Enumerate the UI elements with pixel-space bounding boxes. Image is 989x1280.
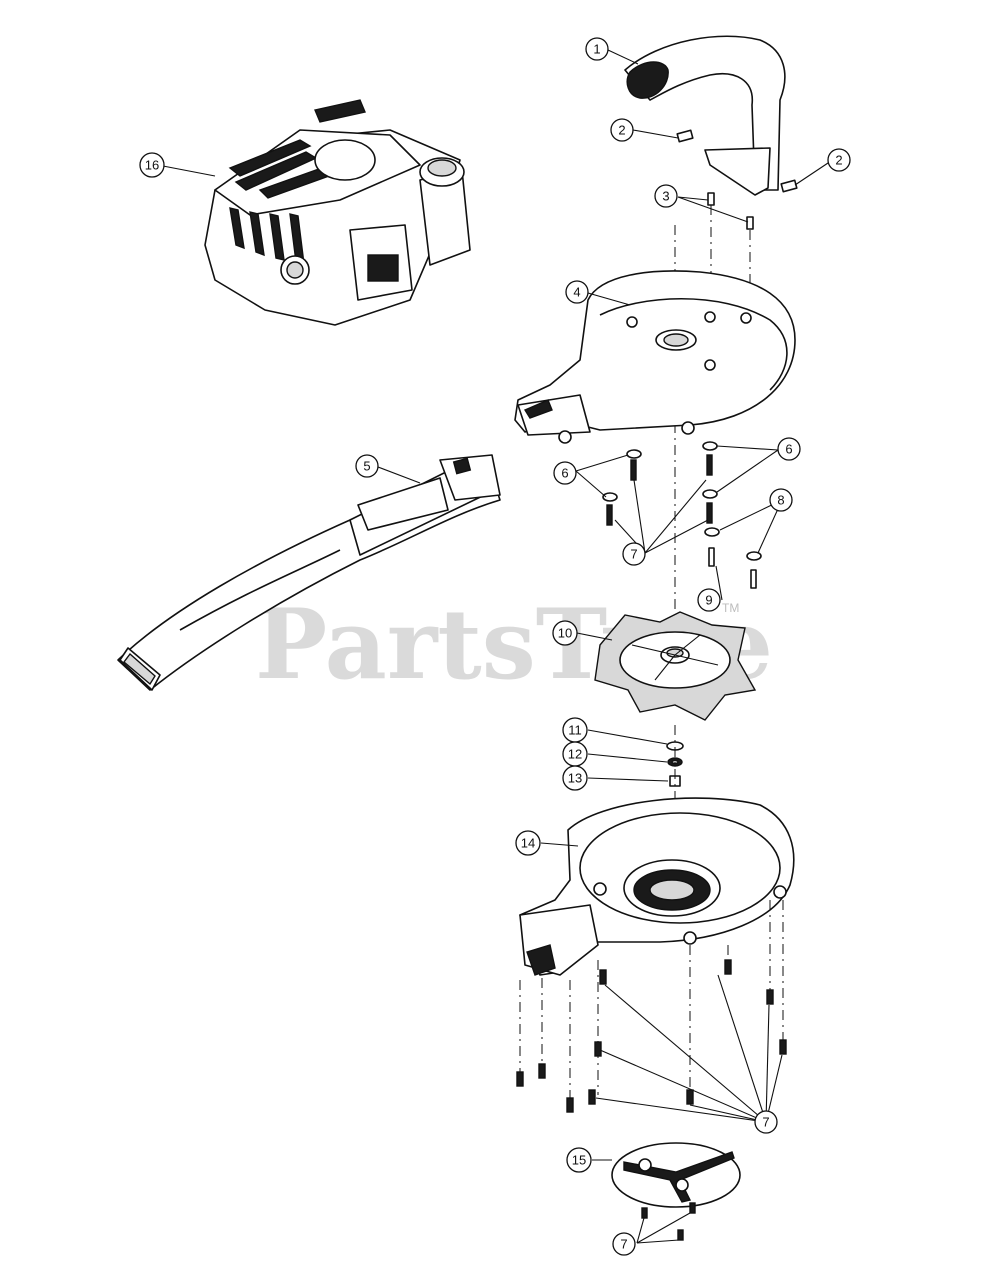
callout-9[interactable]: 9 (697, 588, 721, 612)
callout-label: 6 (785, 442, 792, 457)
callout-label: 4 (573, 285, 580, 300)
callout-11[interactable]: 11 (562, 717, 588, 743)
screw[interactable] (641, 1202, 696, 1241)
blower-tube[interactable] (117, 454, 501, 691)
callout-label: 6 (561, 466, 568, 481)
callout-10[interactable]: 10 (552, 620, 578, 646)
callout-7[interactable]: 7 (612, 1232, 636, 1256)
callout-12[interactable]: 12 (562, 741, 588, 767)
callout-label: 2 (835, 153, 842, 168)
watermark-tm: TM (722, 601, 739, 615)
callout-16[interactable]: 16 (139, 152, 165, 178)
blower-housing-lower[interactable] (519, 797, 795, 976)
callout-label: 11 (568, 723, 582, 738)
callout-label: 2 (618, 123, 625, 138)
callout-14[interactable]: 14 (515, 830, 541, 856)
callout-label: 7 (762, 1115, 769, 1130)
intake-cover[interactable] (611, 1142, 741, 1208)
callout-label: 5 (363, 459, 370, 474)
pin[interactable] (707, 192, 754, 230)
callout-2[interactable]: 2 (610, 118, 634, 142)
callout-7[interactable]: 7 (754, 1110, 778, 1134)
engine[interactable] (204, 99, 471, 326)
blower-housing-upper[interactable] (514, 270, 796, 444)
impeller-fan[interactable] (594, 611, 757, 721)
callout-15[interactable]: 15 (566, 1147, 592, 1173)
callout-label: 7 (620, 1237, 627, 1252)
screw[interactable] (516, 900, 787, 1113)
callout-3[interactable]: 3 (654, 184, 678, 208)
callout-13[interactable]: 13 (562, 765, 588, 791)
callout-6[interactable]: 6 (553, 461, 577, 485)
callout-label: 12 (568, 747, 582, 762)
nut[interactable] (780, 179, 798, 193)
callout-7[interactable]: 7 (622, 542, 646, 566)
callout-label: 7 (630, 547, 637, 562)
callout-2[interactable]: 2 (827, 148, 851, 172)
nut[interactable] (676, 129, 694, 143)
callout-label: 13 (568, 771, 582, 786)
callout-label: 9 (705, 593, 712, 608)
washer[interactable] (704, 527, 762, 561)
callout-label: 10 (558, 626, 572, 641)
callout-label: 16 (145, 158, 159, 173)
callout-6[interactable]: 6 (777, 437, 801, 461)
screw[interactable] (606, 454, 713, 526)
callout-label: 15 (572, 1153, 586, 1168)
callout-label: 14 (521, 836, 535, 851)
engine-cooling-fins (228, 139, 342, 265)
fuel-tank-cap (419, 157, 471, 266)
washer[interactable] (602, 441, 718, 502)
callout-8[interactable]: 8 (769, 488, 793, 512)
handle[interactable] (624, 35, 786, 196)
callout-label: 3 (662, 189, 669, 204)
callout-label: 1 (593, 42, 600, 57)
callout-1[interactable]: 1 (585, 37, 609, 61)
callout-4[interactable]: 4 (565, 280, 589, 304)
callout-label: 8 (777, 493, 784, 508)
screw[interactable] (708, 547, 757, 589)
callout-5[interactable]: 5 (355, 454, 379, 478)
